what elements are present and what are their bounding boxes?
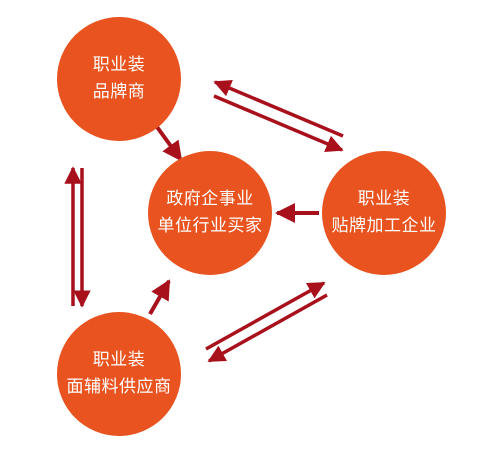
node-buyers-line2: 单位行业买家	[157, 216, 263, 236]
arrow-supplier-to-buyers	[148, 279, 171, 315]
node-oem-line1: 职业装	[357, 189, 411, 209]
arrow-brand-to-buyers	[155, 125, 183, 162]
node-brand: 职业装 品牌商	[57, 17, 181, 141]
node-supplier: 职业装 面辅料供应商	[57, 312, 181, 436]
node-supplier-line2: 面辅料供应商	[66, 377, 172, 397]
node-oem-line2: 贴牌加工企业	[331, 216, 437, 236]
node-buyers: 政府企事业 单位行业买家	[148, 151, 272, 275]
arrow-supplier-to-oem	[205, 281, 326, 351]
node-buyers-line1: 政府企事业	[166, 189, 254, 209]
node-brand-line2: 品牌商	[92, 82, 146, 102]
arrow-oem-to-brand	[213, 80, 344, 138]
arrow-oem-to-supplier	[207, 293, 328, 363]
node-oem: 职业装 贴牌加工企业	[322, 151, 446, 275]
node-supplier-line1: 职业装	[92, 350, 146, 370]
arrow-brand-to-oem	[213, 94, 344, 152]
node-brand-line1: 职业装	[92, 55, 146, 75]
